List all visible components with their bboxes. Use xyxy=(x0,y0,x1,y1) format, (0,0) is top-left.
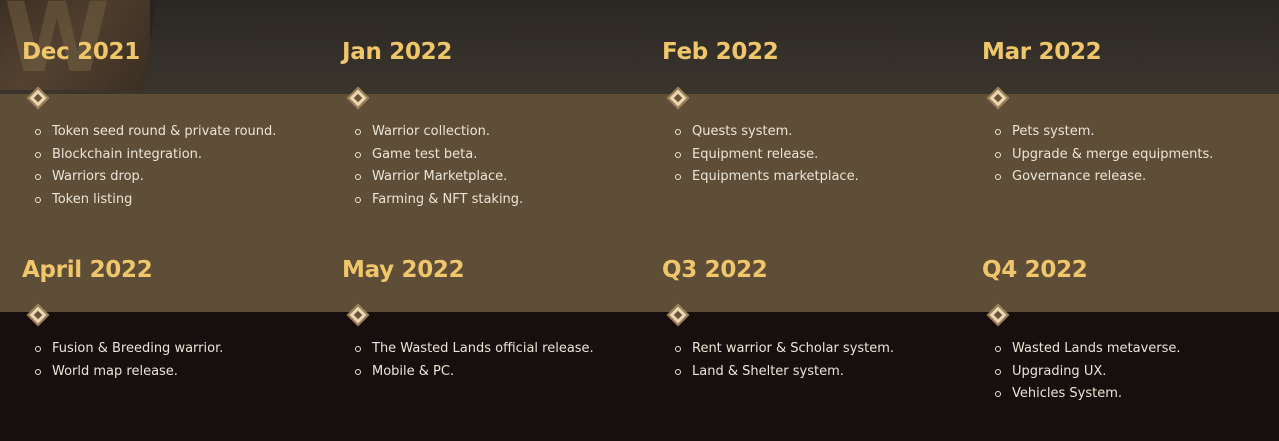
milestone-item: Quests system. xyxy=(675,121,859,144)
milestone-item: Land & Shelter system. xyxy=(674,361,894,384)
milestone-item: The Wasted Lands official release. xyxy=(355,338,594,361)
milestone-item: Upgrade & merge equipments. xyxy=(994,144,1213,167)
milestone-item: Token seed round & private round. xyxy=(34,121,276,144)
roadmap-milestone: Feb 2022 Quests system. Equipment releas… xyxy=(662,38,962,184)
milestone-item: Rent warrior & Scholar system. xyxy=(674,338,894,361)
milestone-item: Wasted Lands metaverse. xyxy=(995,338,1181,361)
milestone-items: Fusion & Breeding warrior. World map rel… xyxy=(33,338,223,383)
milestone-item: Vehicles System. xyxy=(995,383,1181,406)
roadmap-band xyxy=(0,94,1279,312)
milestone-items: The Wasted Lands official release. Mobil… xyxy=(353,338,594,383)
roadmap-milestone: Q4 2022 Wasted Lands metaverse. Upgradin… xyxy=(982,256,1279,401)
milestone-item: Warrior collection. xyxy=(354,121,523,144)
milestone-item: Fusion & Breeding warrior. xyxy=(34,338,223,361)
milestone-item: Equipments marketplace. xyxy=(675,166,859,189)
roadmap-milestone: Jan 2022 Warrior collection. Game test b… xyxy=(342,38,642,207)
roadmap-milestone: Dec 2021 Token seed round & private roun… xyxy=(22,38,322,207)
milestone-item: Token listing xyxy=(34,189,276,212)
roadmap-milestone: Q3 2022 Rent warrior & Scholar system. L… xyxy=(662,256,962,379)
roadmap-milestone: April 2022 Fusion & Breeding warrior. Wo… xyxy=(22,256,322,379)
footer-background xyxy=(0,312,1279,441)
logo-letter: W xyxy=(4,0,110,94)
milestone-item: Warriors drop. xyxy=(34,166,276,189)
milestone-item: Game test beta. xyxy=(354,144,523,167)
milestone-period: Jan 2022 xyxy=(342,39,453,65)
milestone-period: Q3 2022 xyxy=(662,257,768,283)
milestone-item: Pets system. xyxy=(994,121,1213,144)
milestone-item: Upgrading UX. xyxy=(995,361,1181,384)
milestone-period: May 2022 xyxy=(342,257,465,283)
header-background xyxy=(0,0,1279,94)
milestone-items: Pets system. Upgrade & merge equipments.… xyxy=(993,121,1213,189)
milestone-period: Dec 2021 xyxy=(22,39,140,65)
logo-fragment: W xyxy=(0,0,156,90)
milestone-period: Q4 2022 xyxy=(982,257,1088,283)
milestone-item: Equipment release. xyxy=(675,144,859,167)
milestone-period: April 2022 xyxy=(22,257,153,283)
milestone-period: Feb 2022 xyxy=(662,39,779,65)
milestone-items: Quests system. Equipment release. Equipm… xyxy=(673,121,859,189)
milestone-item: Farming & NFT staking. xyxy=(354,189,523,212)
roadmap-milestone: Mar 2022 Pets system. Upgrade & merge eq… xyxy=(982,38,1279,184)
milestone-item: World map release. xyxy=(34,361,223,384)
milestone-items: Warrior collection. Game test beta. Warr… xyxy=(353,121,523,211)
milestone-items: Wasted Lands metaverse. Upgrading UX. Ve… xyxy=(993,338,1181,406)
milestone-item: Mobile & PC. xyxy=(355,361,594,384)
milestone-period: Mar 2022 xyxy=(982,39,1102,65)
milestone-item: Warrior Marketplace. xyxy=(354,166,523,189)
roadmap-milestone: May 2022 The Wasted Lands official relea… xyxy=(342,256,642,379)
milestone-items: Token seed round & private round. Blockc… xyxy=(33,121,276,211)
milestone-item: Blockchain integration. xyxy=(34,144,276,167)
milestone-item: Governance release. xyxy=(994,166,1213,189)
milestone-items: Rent warrior & Scholar system. Land & Sh… xyxy=(673,338,894,383)
